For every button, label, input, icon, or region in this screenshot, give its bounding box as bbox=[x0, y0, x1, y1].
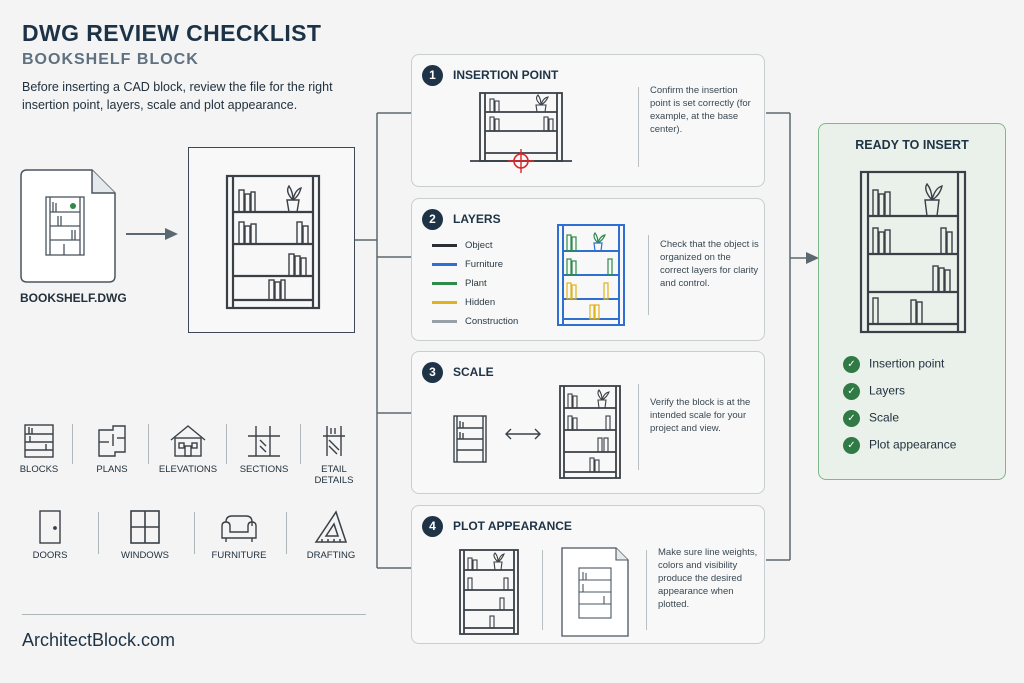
category-details[interactable]: ETAIL DETAILS bbox=[306, 422, 362, 486]
card-description: Make sure line weights, colors and visib… bbox=[658, 547, 758, 610]
card-title: SCALE bbox=[453, 365, 494, 379]
layer-hidden[interactable]: Hidden bbox=[432, 297, 495, 308]
page-title: DWG REVIEW CHECKLIST bbox=[22, 20, 322, 46]
check-icon: ✓ bbox=[843, 410, 860, 427]
intro-text: Before inserting a CAD block, review the… bbox=[22, 80, 333, 112]
page-subtitle: BOOKSHELF BLOCK bbox=[22, 51, 199, 68]
check-icon: ✓ bbox=[843, 356, 860, 373]
triangle-ruler-icon bbox=[314, 510, 348, 543]
category-windows[interactable]: WINDOWS bbox=[114, 508, 176, 561]
arrow-right-icon bbox=[126, 228, 178, 240]
sofa-icon bbox=[221, 515, 257, 542]
card-description: Check that the object is organized on th… bbox=[660, 239, 759, 289]
card-insertion-point: 1 INSERTION POINT Confirm the insertion … bbox=[411, 54, 765, 187]
door-icon bbox=[39, 510, 61, 544]
category-sections[interactable]: SECTIONS bbox=[236, 422, 292, 475]
file-name-label: BOOKSHELF.DWG bbox=[20, 291, 127, 305]
category-plans[interactable]: PLANS bbox=[86, 422, 138, 475]
card-title: INSERTION POINT bbox=[453, 68, 559, 82]
plotted-sheet-icon bbox=[561, 547, 629, 637]
ready-title: READY TO INSERT bbox=[855, 138, 969, 152]
card-plot-appearance: 4 PLOT APPEARANCE Make sure line weights… bbox=[411, 505, 765, 644]
brand-link[interactable]: ArchitectBlock.com bbox=[22, 630, 176, 650]
merge-lines bbox=[766, 112, 819, 561]
step-number: 2 bbox=[422, 209, 443, 230]
detail-icon bbox=[323, 426, 345, 456]
block-preview bbox=[188, 147, 355, 333]
final-bookshelf-drawing bbox=[859, 170, 967, 334]
category-blocks[interactable]: BLOCKS bbox=[14, 422, 64, 475]
category-drafting[interactable]: DRAFTING bbox=[302, 508, 360, 561]
step-number: 4 bbox=[422, 516, 443, 537]
category-furniture[interactable]: FURNITURE bbox=[208, 508, 270, 561]
check-item-plot-appearance: ✓Plot appearance bbox=[843, 437, 956, 454]
step-number: 1 bbox=[422, 65, 443, 86]
card-layers: 2 LAYERS Object Furniture Plant Hidden C… bbox=[411, 198, 765, 341]
floor-plan-icon bbox=[98, 425, 126, 457]
check-item-layers: ✓Layers bbox=[843, 383, 905, 400]
bookshelf-icon bbox=[24, 424, 54, 458]
card-title: LAYERS bbox=[453, 212, 501, 226]
plot-bookshelf-drawing bbox=[459, 549, 519, 635]
bookshelf-drawing bbox=[225, 174, 321, 310]
step-number: 3 bbox=[422, 362, 443, 383]
card-title: PLOT APPEARANCE bbox=[453, 519, 572, 533]
category-doors[interactable]: DOORS bbox=[22, 508, 78, 561]
check-item-insertion-point: ✓Insertion point bbox=[843, 356, 944, 373]
layer-plant[interactable]: Plant bbox=[432, 278, 487, 289]
dwg-file-icon[interactable] bbox=[20, 169, 116, 283]
category-elevations[interactable]: ELEVATIONS bbox=[156, 422, 220, 475]
check-item-scale: ✓Scale bbox=[843, 410, 899, 427]
footer-divider bbox=[22, 614, 366, 615]
layer-construction[interactable]: Construction bbox=[432, 316, 518, 327]
section-icon bbox=[248, 426, 280, 457]
connector-lines bbox=[355, 112, 413, 569]
card-description: Confirm the insertion point is set corre… bbox=[650, 85, 751, 135]
card-scale: 3 SCALE Verify the block is at the inten… bbox=[411, 351, 765, 494]
layer-furniture[interactable]: Furniture bbox=[432, 259, 503, 270]
house-elevation-icon bbox=[170, 425, 206, 457]
check-icon: ✓ bbox=[843, 383, 860, 400]
card-description: Verify the block is at the intended scal… bbox=[650, 397, 751, 434]
check-icon: ✓ bbox=[843, 437, 860, 454]
layered-bookshelf-drawing bbox=[557, 224, 625, 326]
scale-comparison-drawing bbox=[453, 385, 621, 479]
insertion-point-drawing bbox=[470, 92, 572, 173]
ready-panel: READY TO INSERT ✓Insertion point ✓Layers… bbox=[818, 123, 1006, 480]
layer-object[interactable]: Object bbox=[432, 240, 492, 251]
window-icon bbox=[130, 510, 160, 544]
